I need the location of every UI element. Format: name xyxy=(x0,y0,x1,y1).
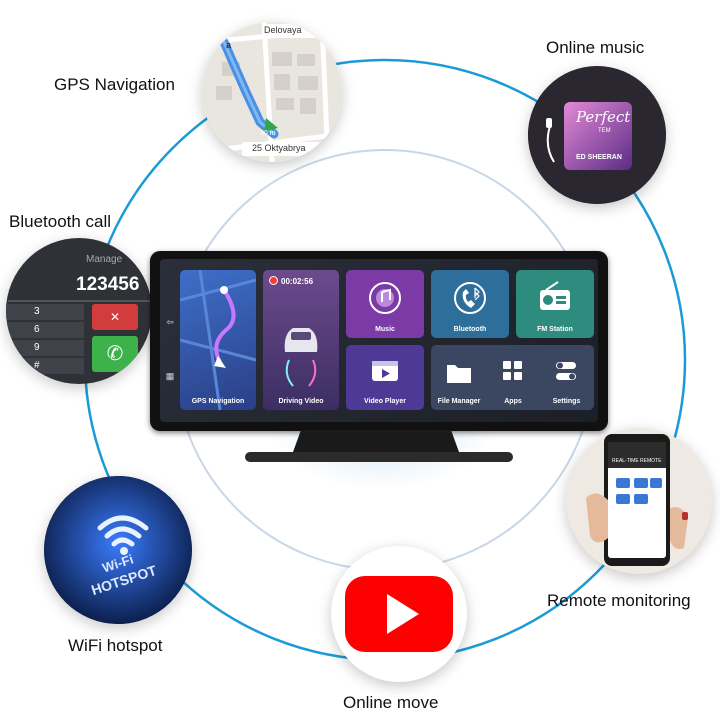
bluetooth-phone-icon xyxy=(454,282,486,314)
keypad-key-hash[interactable]: # xyxy=(6,358,84,374)
app-grid-icon[interactable]: ▦ xyxy=(165,371,175,381)
keypad-key-6[interactable]: 6 xyxy=(6,322,84,338)
tile-fm-station[interactable]: FM Station xyxy=(516,270,594,338)
youtube-bubble xyxy=(331,546,467,682)
remote-phone-header: REAL-TIME REMOTE xyxy=(612,458,662,464)
tile-music[interactable]: Music xyxy=(346,270,424,338)
tile-label-driving: Driving Video xyxy=(278,398,324,405)
tile-driving-video[interactable]: 00:02:56 Driving Video xyxy=(263,270,339,410)
tile-label-apps: Apps xyxy=(504,398,522,405)
feature-label-bluetooth: Bluetooth call xyxy=(9,212,112,231)
tile-bluetooth[interactable]: Bluetooth xyxy=(431,270,509,338)
home-screen: ⇦ ▦ GPS Navigation 00:02:56 xyxy=(160,259,598,422)
side-dock: ⇦ ▦ xyxy=(162,259,178,422)
recording-timer: 00:02:56 xyxy=(269,276,313,286)
tile-label-bluetooth: Bluetooth xyxy=(453,326,487,333)
album-title: Perfect xyxy=(576,108,631,126)
toggle-settings-icon xyxy=(556,362,576,380)
tile-label-video: Video Player xyxy=(364,398,406,405)
tile-label-fm: FM Station xyxy=(537,326,573,333)
call-button[interactable]: ✆ xyxy=(92,336,138,372)
tile-label-gps: GPS Navigation xyxy=(191,398,245,405)
video-player-icon xyxy=(372,361,398,381)
tile-label-music: Music xyxy=(375,326,395,333)
album-subtitle: TEM xyxy=(598,128,611,134)
feature-label-gps: GPS Navigation xyxy=(54,75,175,94)
tile-group-utilities: File Manager Apps Settings xyxy=(431,345,594,410)
bluetooth-call-bubble: Manage 123456 3 6 9 # ✕ ✆ xyxy=(6,238,152,384)
feature-label-music: Online music xyxy=(546,38,645,57)
radio-icon xyxy=(540,281,570,310)
wifi-icon xyxy=(97,515,149,547)
tile-file-manager[interactable]: File Manager xyxy=(431,345,487,410)
music-icon xyxy=(369,282,401,314)
device-stand xyxy=(245,430,513,462)
tile-apps[interactable]: Apps xyxy=(487,345,539,410)
youtube-icon xyxy=(345,576,453,652)
keypad-key-9[interactable]: 9 xyxy=(6,340,84,356)
feature-label-remote: Remote monitoring xyxy=(547,591,691,610)
folder-icon xyxy=(447,365,471,383)
keypad-key-3[interactable]: 3 xyxy=(6,304,84,320)
map-street-top: Delovaya xyxy=(264,25,302,35)
map-street-bottom: 25 Oktyabrya xyxy=(252,143,306,153)
exit-icon[interactable]: ⇦ xyxy=(166,317,174,327)
call-manage-label: Manage xyxy=(86,254,123,265)
car-icon xyxy=(284,328,318,387)
feature-label-movie: Online move xyxy=(343,693,439,712)
delete-digit-button[interactable]: ✕ xyxy=(92,304,138,330)
navigation-icon xyxy=(180,270,256,410)
tile-gps-navigation[interactable]: GPS Navigation xyxy=(180,270,256,410)
music-album-bubble: Perfect TEM ED SHEERAN xyxy=(528,66,666,204)
apps-grid-icon xyxy=(503,361,522,380)
album-artist: ED SHEERAN xyxy=(576,154,622,161)
dialed-number: 123456 xyxy=(76,274,140,295)
map-street-side: a xyxy=(226,40,232,50)
tile-settings[interactable]: Settings xyxy=(539,345,594,410)
car-dash-display: ⇦ ▦ GPS Navigation 00:02:56 xyxy=(150,251,608,431)
feature-label-wifi: WiFi hotspot xyxy=(68,636,163,655)
phone-icon: ✆ xyxy=(106,343,124,365)
map-distance: 30 m xyxy=(260,130,276,137)
wifi-hotspot-bubble: Wi-Fi HOTSPOT xyxy=(44,476,192,624)
tile-label-file: File Manager xyxy=(437,398,481,405)
tile-video-player[interactable]: Video Player xyxy=(346,345,424,410)
record-icon xyxy=(269,276,278,285)
gps-map-bubble: Delovaya 25 Oktyabrya 30 m a xyxy=(202,22,342,162)
remote-monitoring-bubble: REAL-TIME REMOTE xyxy=(566,428,712,574)
tile-label-settings: Settings xyxy=(552,398,581,405)
